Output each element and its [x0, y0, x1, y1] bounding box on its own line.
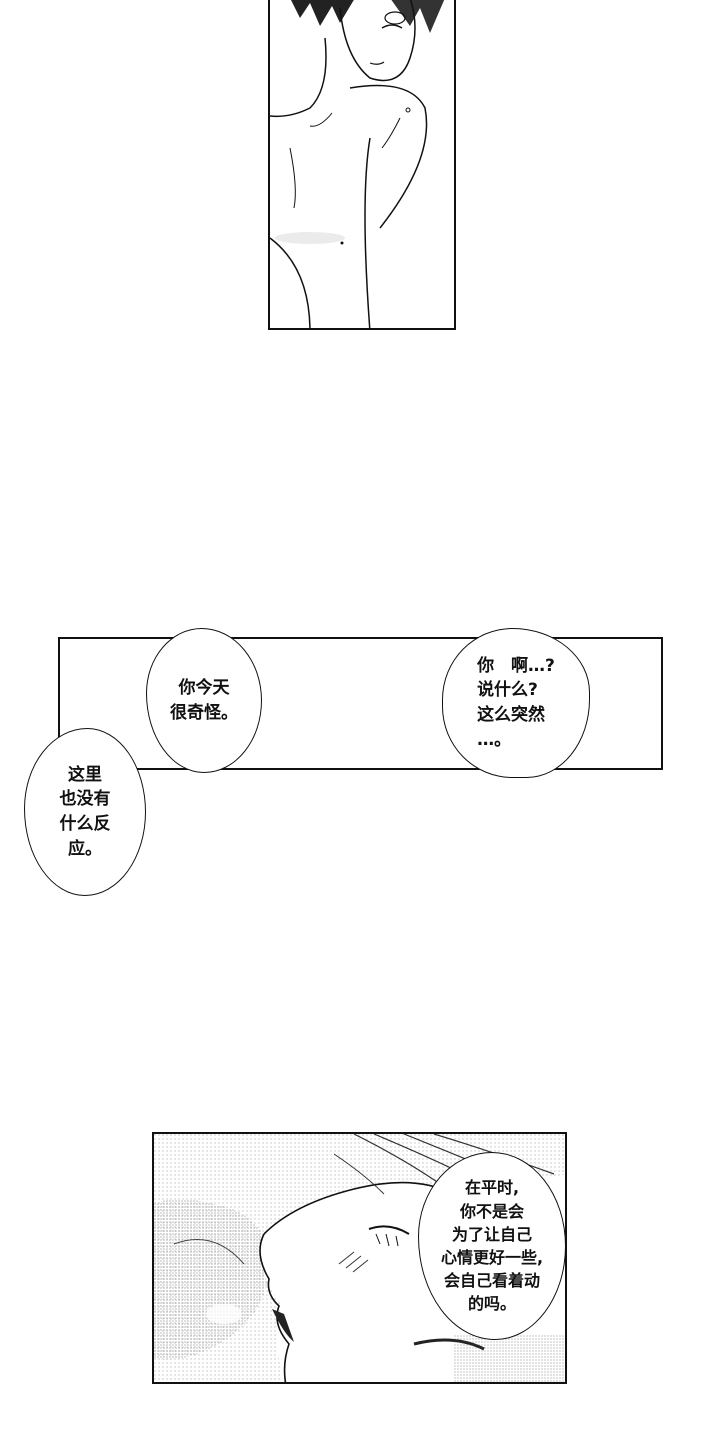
speech-bubble-usually: 在平时, 你不是会 为了让自己 心情更好一些, 会自己看着动 的吗。 [418, 1152, 566, 1340]
speech-bubble-strange-today: 你今天 很奇怪。 [146, 628, 262, 773]
speech-bubble-sudden: 你 啊…? 说什么? 这么突然 …。 [442, 628, 590, 778]
bubble-text-no-reaction: 这里 也没有 什么反 应。 [59, 764, 111, 859]
figure-drawing [270, 0, 445, 328]
bubble-text-usually: 在平时, 你不是会 为了让自己 心情更好一些, 会自己看着动 的吗。 [440, 1178, 544, 1314]
bubble-text-strange-today: 你今天 很奇怪。 [170, 677, 238, 723]
panel-top-figure [268, 0, 456, 330]
bubble-text-sudden: 你 啊…? 说什么? 这么突然 …。 [477, 655, 555, 750]
speech-bubble-no-reaction: 这里 也没有 什么反 应。 [24, 728, 146, 896]
